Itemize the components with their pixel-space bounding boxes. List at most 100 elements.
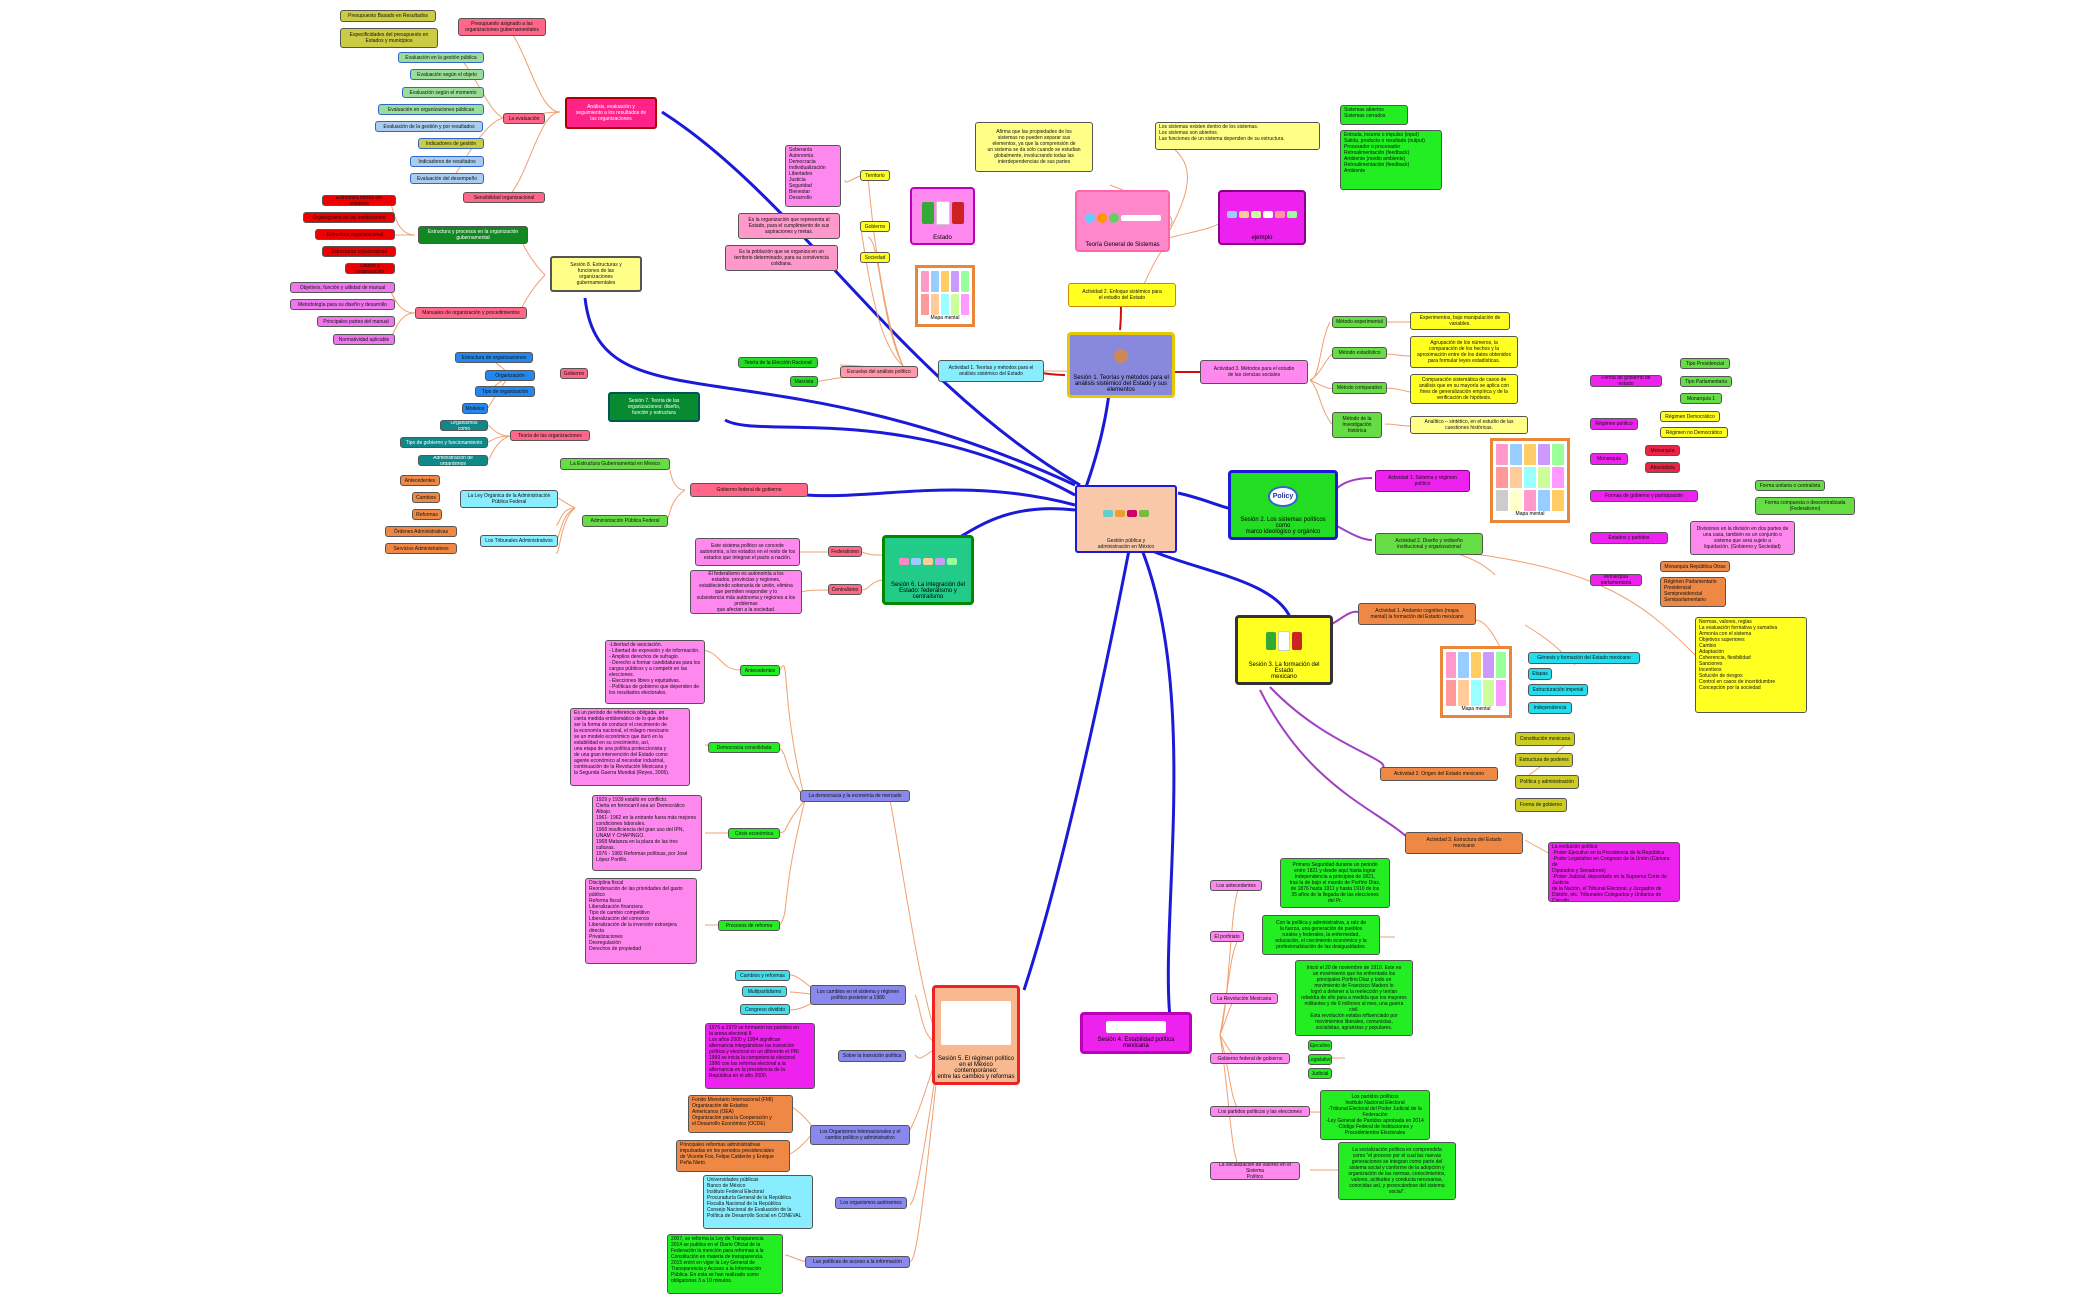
s5-acceso-text[interactable]: 2007, se reforma la Ley de Transparencia… <box>667 1234 783 1294</box>
s7-teo-item-3[interactable]: Administración de organismos <box>418 455 488 466</box>
s2-mind-map[interactable]: Mapa mental <box>1490 438 1570 523</box>
s5-procesos-reforma[interactable]: Procesos de reforma <box>718 920 780 931</box>
s1-metodo-experimental-desc[interactable]: Experimentos, bajo manipulación de varia… <box>1410 312 1510 330</box>
s2-forma-gobierno[interactable]: Forma de gobierno de estado <box>1590 375 1662 387</box>
s2-activity-2[interactable]: Actividad 2. Diseño y rediseño instituci… <box>1375 533 1483 555</box>
s3-genesis[interactable]: Génesis y formación del Estado mexicano <box>1528 652 1640 664</box>
s6-centralismo[interactable]: Centralismo <box>828 584 862 595</box>
s5-organismos-text[interactable]: Fondo Monetario Internacional (FMI) Orga… <box>688 1095 793 1133</box>
s1-tgs-node[interactable]: Teoría General de Sistemas <box>1075 190 1170 252</box>
s1-metodo-experimental[interactable]: Método experimental <box>1332 316 1387 328</box>
s6-federalismo-text[interactable]: Este sistema político se concede autonom… <box>695 538 800 566</box>
s7-teo-item-1[interactable]: Organismos como <box>440 420 488 431</box>
s9-pres-item-2[interactable]: Especificidades del presupuesto en Estad… <box>340 28 438 48</box>
s4-revolucion[interactable]: La Revolución Mexicana <box>1210 993 1278 1004</box>
s1-abiertos[interactable]: Sistemas abiertos Sistemas cerrados <box>1340 105 1408 125</box>
s1-existen-text[interactable]: Los sistemas existen dentro de los siste… <box>1155 122 1320 150</box>
s4-porfiriato[interactable]: El porfiriato <box>1210 931 1244 942</box>
session-2-node[interactable]: Policy Sesión 2. Los sistemas políticos … <box>1228 470 1338 540</box>
s1-metodo-estadistico-desc[interactable]: Agrupación de los números, la comparació… <box>1410 336 1518 368</box>
s5-congreso-dividido[interactable]: Congreso dividido <box>740 1004 790 1015</box>
s1-gobierno[interactable]: Gobierno <box>860 221 890 232</box>
s6-centralismo-text[interactable]: El federalismo es autonomía a los estado… <box>690 570 802 614</box>
s5-organismos-autonomos[interactable]: Los organismos autónomos <box>835 1197 907 1209</box>
s3-mind-map[interactable]: Mapa mental <box>1440 646 1512 718</box>
s1-territorio[interactable]: Territorio <box>860 170 890 181</box>
s2-normas[interactable]: Normas, valores, reglas La evaluación fo… <box>1695 617 1807 713</box>
s1-metodo-estadistico[interactable]: Método estadístico <box>1332 347 1387 359</box>
s4-partidos[interactable]: Los partidos políticos y las elecciones <box>1210 1106 1310 1117</box>
s1-afirma-text[interactable]: Afirma que las propiedades de los sistem… <box>975 122 1093 172</box>
s2-absolutista-red[interactable]: Absolutista <box>1645 462 1680 473</box>
s8-red-1[interactable]: Estructura formal del gobierno <box>322 195 396 206</box>
s9-evaluacion[interactable]: La evaluación <box>503 113 545 124</box>
s8-pink-4[interactable]: Normatividad aplicable <box>333 334 395 345</box>
s4-antecedentes[interactable]: Los antecedentes <box>1210 880 1262 891</box>
s2-tipo-parlamentaria[interactable]: Tipo Parlamentaria <box>1680 376 1732 387</box>
s8-manuales[interactable]: Manuales de organización y procedimiento… <box>415 307 527 319</box>
s9-eval-item-4[interactable]: Evaluación en organizaciones públicas <box>378 104 484 115</box>
session-7-node[interactable]: Sesión 7. Teoría de las organizaciones: … <box>608 392 700 422</box>
s3-politica-administracion[interactable]: Política y administración <box>1515 775 1579 789</box>
s9-sensibilidad[interactable]: Sensibilidad organizacional <box>463 192 545 203</box>
s1-ejemplo-node[interactable]: ejemplo <box>1218 190 1306 245</box>
s1-sociedad-text[interactable]: Es la población que se organiza en un te… <box>725 245 838 271</box>
s9-eval-item-5[interactable]: Evaluación de la gestión y por resultado… <box>375 121 483 132</box>
s4-porfiriato-text[interactable]: Con la política y administrativa, a raíz… <box>1262 915 1380 955</box>
s7-apf-item-2[interactable]: Cambios <box>412 492 440 503</box>
s1-territorio-text[interactable]: Soberanía Autonomía Democracia Individua… <box>785 145 841 207</box>
s2-forma-compuesta[interactable]: Forma compuesta o descentralizada (Feder… <box>1755 497 1855 515</box>
s1-gobierno-text[interactable]: Es la organización que representa al Est… <box>738 213 840 239</box>
s3-etapas[interactable]: Etapas <box>1528 668 1552 680</box>
s3-activity-1[interactable]: Actividad 1. Andamio cognitivo (mapa men… <box>1358 603 1476 625</box>
s5-antecedentes-text[interactable]: -Libertad de asociación. - Libertad de e… <box>605 640 705 704</box>
s2-monarquia-republica[interactable]: Monarquía República Otras <box>1660 561 1730 572</box>
s1-escuela-2[interactable]: Marxista <box>790 376 818 387</box>
s7-apf-item-5[interactable]: Servicios Administrativos <box>385 543 457 554</box>
s4-antecedentes-text[interactable]: Primera Seguridad durante un periodo ent… <box>1280 858 1390 908</box>
s5-antecedentes[interactable]: Antecedentes <box>740 665 780 676</box>
s1-mind-map[interactable]: Mapa mental <box>915 265 975 327</box>
s9-eval-item-7[interactable]: Indicadores de resultados <box>410 156 484 167</box>
s7-gobierno-federal[interactable]: Gobierno federal de gobierno <box>690 483 808 497</box>
s4-poder-ejecutivo[interactable]: Ejecutivo <box>1308 1040 1332 1051</box>
s2-parlamentaria[interactable]: Monarquía parlamentaria <box>1590 574 1642 586</box>
s4-socializacion[interactable]: La socialización de valores en el Sistem… <box>1210 1162 1300 1180</box>
s8-estructura-procesos[interactable]: Estructura y procesos en la organización… <box>418 226 528 244</box>
s1-metodo-comparativo[interactable]: Método comparativo <box>1332 382 1387 394</box>
s5-cambios-regimen[interactable]: Los cambios en el sistema y régimen polí… <box>810 985 906 1005</box>
s4-partidos-text[interactable]: Los partidos políticos Instituto Naciona… <box>1320 1090 1430 1140</box>
s3-forma-gobierno[interactable]: Forma de gobierno <box>1515 798 1567 812</box>
s3-estructura-text[interactable]: La evolución política ·Poder Ejecutivo e… <box>1548 842 1680 902</box>
s4-poder-legislativo[interactable]: Legislativo <box>1308 1054 1332 1065</box>
s7-gobierno[interactable]: Gobierno <box>560 368 588 379</box>
session-6-node[interactable]: Sesión 6. La integración del Estado: fed… <box>882 535 974 605</box>
s5-reforma-text[interactable]: Disciplina fiscal Reordenación de las pr… <box>585 878 697 964</box>
s1-activity-1[interactable]: Actividad 1. Teorías y métodos para el a… <box>938 360 1044 382</box>
s7-apf-item-4[interactable]: Órdenes Administrativas <box>385 526 457 537</box>
s2-monarquia[interactable]: Monarquía <box>1590 453 1628 465</box>
s9-eval-item-8[interactable]: Evaluación del desempeño <box>410 173 484 184</box>
s5-transicion-text[interactable]: 1976 a 1979 se formaron los partidos en … <box>705 1023 815 1089</box>
s3-estructura-poderes[interactable]: Estructura de poderes <box>1515 753 1573 767</box>
session-5-node[interactable]: Sesión 5. El régimen político en el Méxi… <box>932 985 1020 1085</box>
s7-gob-item-2[interactable]: Organización <box>485 370 535 381</box>
s3-estructuracion[interactable]: Estructuración imperial <box>1528 684 1588 696</box>
s7-gob-item-3[interactable]: Tipo de organización <box>475 386 535 397</box>
s8-pink-2[interactable]: Metodología para su diseño y desarrollo <box>290 299 395 310</box>
s1-escuelas[interactable]: Escuelas del análisis político <box>840 366 918 378</box>
s9-eval-item-6[interactable]: Indicadores de gestión <box>418 138 484 149</box>
s5-organismos-internacionales[interactable]: Los Organismos Internacionales y el camb… <box>810 1125 910 1145</box>
s2-formas-participacion[interactable]: Formas de gobierno y participación <box>1590 490 1698 502</box>
session-9-node[interactable]: Análisis, evaluación y seguimiento a los… <box>565 97 657 129</box>
s7-apf[interactable]: Administración Pública Federal <box>582 515 668 527</box>
s1-sociedad[interactable]: Sociedad <box>860 252 890 263</box>
s2-regimen-democratico[interactable]: Régimen Democrático <box>1660 411 1720 422</box>
s9-eval-item-2[interactable]: Evaluación según el objeto <box>410 69 484 80</box>
s1-estado-node[interactable]: Estado <box>910 187 975 245</box>
central-node[interactable]: Gestión pública y administración en Méxi… <box>1075 485 1177 553</box>
s5-democracia[interactable]: La democracia y la economía de mercado <box>800 790 910 802</box>
s1-entradas[interactable]: Entrada, insumo o impulso (input) Salida… <box>1340 130 1442 190</box>
session-1-node[interactable]: Sesión 1. Teorías y métodos para el anál… <box>1067 332 1175 398</box>
s7-estructura-gub[interactable]: La Estructura Gubernamental en México <box>560 458 670 470</box>
